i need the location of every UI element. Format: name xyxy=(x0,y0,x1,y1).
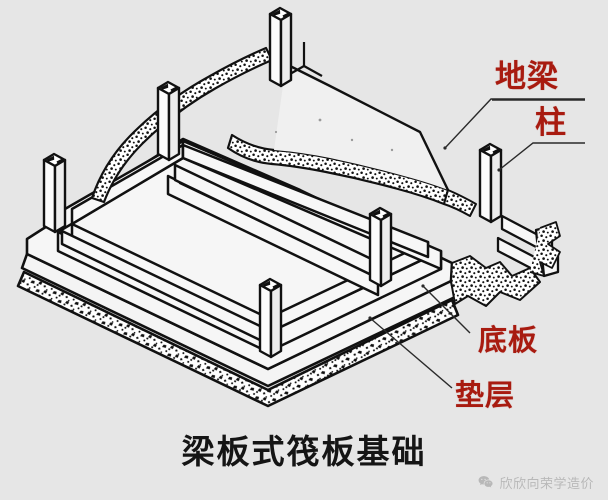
column-left xyxy=(42,152,67,234)
rebar-stub-leg-right xyxy=(303,65,323,77)
leader-column xyxy=(498,142,585,171)
column-back xyxy=(268,6,293,88)
wechat-icon xyxy=(479,476,494,488)
leader-dot-cushion xyxy=(368,316,372,320)
callout-label-ground-beam: 地梁 xyxy=(495,59,559,95)
leader-bottom-slab xyxy=(422,285,471,334)
callout-label-bottom-slab: 底板 xyxy=(478,323,539,357)
watermark-text: 欣欣向荣学造价 xyxy=(499,477,594,492)
callout-leaders xyxy=(368,98,585,389)
cutaway-broken-edge-right xyxy=(450,255,541,307)
leader-dot-ground-beam xyxy=(443,146,447,150)
column-left-upper xyxy=(156,80,181,162)
column-front xyxy=(258,277,283,359)
figure-title: 梁板式筏板基础 xyxy=(181,432,427,471)
raft-interior-plane xyxy=(274,64,448,190)
callout-label-column: 柱 xyxy=(535,105,567,141)
leader-ground-beam xyxy=(444,98,585,149)
column-right xyxy=(478,142,503,224)
cushion-layer-edge xyxy=(16,270,460,408)
watermark: 欣欣向荣学造价 xyxy=(477,473,594,492)
cutaway-edge-right-tail xyxy=(443,189,477,217)
cutaway-stub-texture xyxy=(529,221,561,277)
rebar-stub-leg-left xyxy=(289,65,305,75)
column-middle xyxy=(368,206,393,288)
leader-cushion xyxy=(369,317,453,389)
leader-dot-column xyxy=(497,168,501,172)
beam-back-right-inner xyxy=(181,143,430,259)
callout-label-cushion: 垫层 xyxy=(455,378,516,412)
leader-dot-bottom-slab xyxy=(421,284,425,288)
